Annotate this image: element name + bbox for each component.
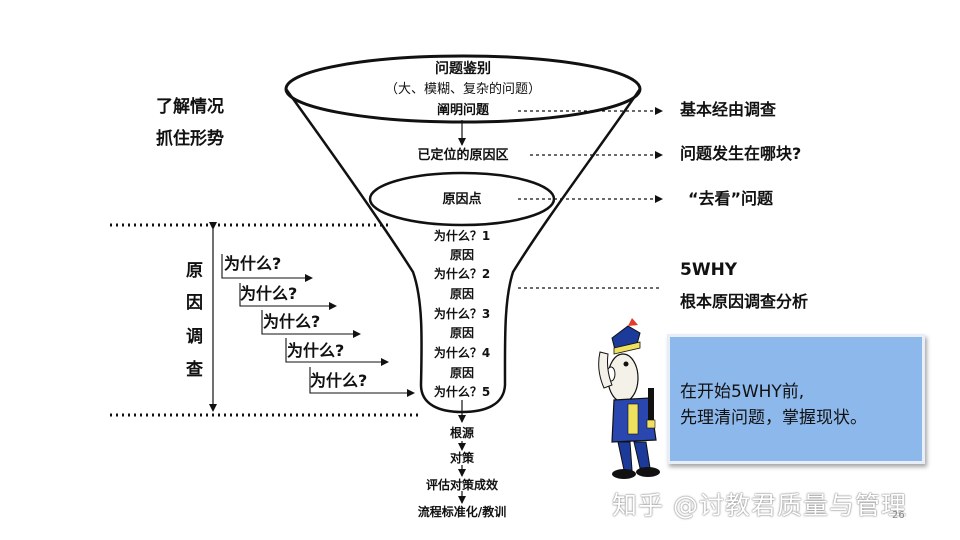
- left-heading-grasp: 抓住形势: [156, 129, 224, 149]
- right-root-cause-analysis: 根本原因调查分析: [680, 292, 809, 311]
- funnel-top-title: 问题鉴别: [435, 61, 491, 77]
- page-number: 26: [892, 510, 905, 521]
- funnel-why-5: 为什么？5: [433, 385, 491, 399]
- vertical-label-char-3: 调: [186, 327, 203, 347]
- watermark-text: 知乎 @讨教君质量与管理: [612, 491, 907, 520]
- stair-why-2: 为什么?: [240, 284, 298, 303]
- funnel-top-subtitle: （大、模糊、复杂的问题）: [384, 82, 542, 97]
- step-evaluate: 评估对策成效: [425, 478, 499, 492]
- funnel-cause-point-label: 原因点: [442, 192, 482, 207]
- callout-line-2: 先理清问题，掌握现状。: [680, 408, 867, 428]
- funnel-cause-3: 原因: [449, 326, 475, 340]
- stair-why-3: 为什么?: [263, 312, 321, 331]
- stair-why-4: 为什么?: [287, 341, 345, 360]
- callout-line-1: 在开始5WHY前,: [680, 382, 805, 402]
- funnel-cause-1: 原因: [449, 248, 475, 262]
- right-go-see: “去看”问题: [688, 189, 774, 208]
- right-5why: 5WHY: [680, 260, 738, 280]
- stair-why-1: 为什么?: [224, 254, 282, 273]
- police-character-illustration: [598, 318, 660, 479]
- step-standardize: 流程标准化/教训: [417, 505, 507, 519]
- step-root-cause: 根源: [449, 426, 475, 440]
- right-where-problem: 问题发生在哪块?: [680, 144, 802, 163]
- why-staircase: [221, 254, 415, 397]
- vertical-label-char-4: 查: [186, 360, 203, 380]
- stair-why-5: 为什么?: [310, 371, 368, 390]
- funnel-cause-2: 原因: [449, 287, 475, 301]
- funnel-top-ellipse: [284, 54, 642, 124]
- callout-box: 在开始5WHY前, 先理清问题，掌握现状。: [667, 334, 925, 464]
- funnel-why-3: 为什么？3: [433, 307, 491, 321]
- step-countermeasure: 对策: [449, 451, 475, 465]
- funnel-clarify-label: 阐明问题: [436, 103, 490, 118]
- funnel-why-1: 为什么？1: [433, 229, 491, 243]
- funnel-cause-4: 原因: [449, 366, 475, 380]
- vertical-label-char-2: 因: [186, 293, 203, 313]
- funnel-located-area-label: 已定位的原因区: [417, 148, 509, 163]
- left-heading-understand: 了解情况: [156, 97, 224, 117]
- right-basic-survey: 基本经由调查: [680, 100, 777, 119]
- funnel-why-4: 为什么？4: [433, 346, 491, 360]
- funnel-why-2: 为什么？2: [433, 267, 491, 281]
- vertical-label-char-1: 原: [186, 261, 203, 281]
